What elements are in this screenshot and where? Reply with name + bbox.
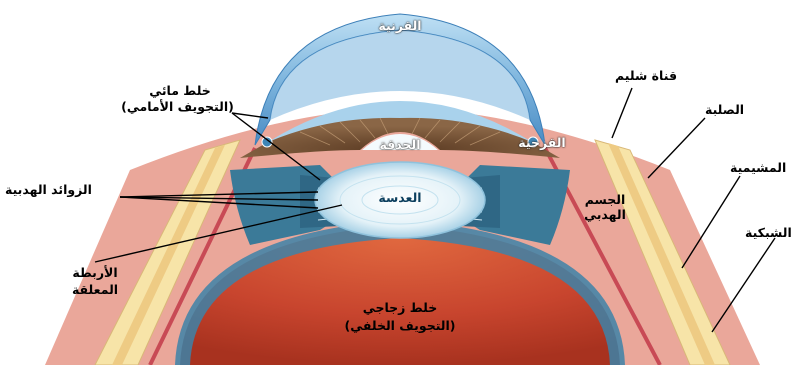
label-sclera: الصلبة — [705, 102, 765, 117]
label-choroid: المشيمية — [730, 160, 800, 175]
label-aqueous-humor-1: خلط مائي — [125, 83, 235, 98]
label-ciliary-body-2: الهدبي — [580, 207, 630, 222]
label-iris: القزحية — [512, 135, 572, 150]
label-cornea: القرنية — [375, 18, 425, 33]
label-aqueous-humor-2: (التجويف الأمامي) — [115, 99, 240, 114]
label-zonule-1: الأربطة — [65, 265, 125, 280]
label-ciliary-processes: الزوائد الهدبية — [5, 182, 115, 197]
label-pupil: الحدقة — [370, 137, 430, 152]
label-schlemm-canal: قناة شليم — [615, 68, 695, 83]
label-ciliary-body-1: الجسم — [580, 192, 630, 207]
label-zonule-2: المعلقة — [65, 282, 125, 297]
label-vitreous-humor-2: (التجويف الخلفي) — [330, 318, 470, 333]
label-vitreous-humor-1: خلط زجاجي — [340, 300, 460, 315]
label-retina: الشبكية — [745, 225, 800, 240]
label-lens: العدسة — [372, 190, 428, 205]
